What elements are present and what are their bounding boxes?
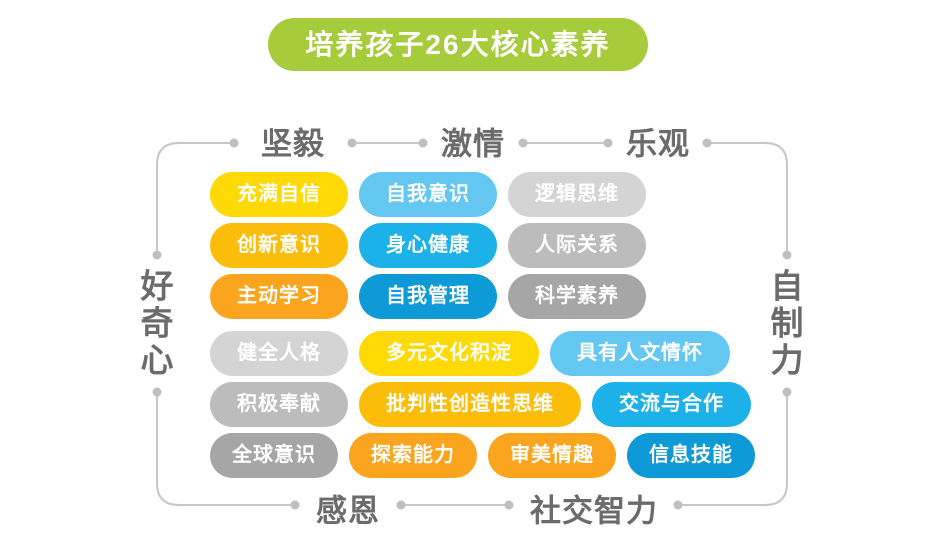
trait-label-optimism: 乐观 — [626, 126, 690, 162]
connector-dot — [290, 500, 300, 510]
competency-pill: 健全人格 — [210, 331, 348, 376]
pill-row: 创新意识身心健康人际关系 — [210, 223, 755, 268]
trait-label-social-intelligence: 社交智力 — [530, 493, 658, 529]
connector-dot — [782, 250, 792, 260]
connector-dot — [152, 250, 162, 260]
competency-pill: 自我管理 — [359, 274, 497, 319]
frame-bottom-left-corner — [156, 395, 292, 506]
pill-row: 充满自信自我意识逻辑思维 — [210, 172, 755, 217]
competency-pill: 积极奉献 — [210, 382, 348, 427]
trait-label-self-control: 自制力 — [770, 267, 804, 379]
frame-top-right-corner — [710, 142, 788, 252]
connector-dot — [396, 500, 406, 510]
competency-pill: 批判性创造性思维 — [359, 382, 581, 427]
connector-dot — [347, 138, 357, 148]
connector-dot — [152, 387, 162, 397]
connector-dot — [518, 138, 528, 148]
competency-pill: 具有人文情怀 — [550, 331, 730, 376]
trait-label-curiosity: 好奇心 — [140, 267, 174, 379]
trait-label-perseverance: 坚毅 — [261, 126, 325, 162]
pill-row: 积极奉献批判性创造性思维交流与合作 — [210, 382, 755, 427]
competency-pill: 创新意识 — [210, 223, 348, 268]
connector-dot — [782, 387, 792, 397]
connector-dot — [603, 138, 613, 148]
competency-grid: 充满自信自我意识逻辑思维 创新意识身心健康人际关系 主动学习自我管理科学素养 健… — [210, 172, 755, 484]
connector-dot — [229, 138, 239, 148]
trait-label-passion: 激情 — [441, 126, 505, 162]
competency-pill: 身心健康 — [359, 223, 497, 268]
page-title: 培养孩子26大核心素养 — [268, 18, 648, 71]
competency-pill: 全球意识 — [210, 433, 338, 478]
competency-pill: 审美情趣 — [488, 433, 616, 478]
competency-pill: 人际关系 — [508, 223, 646, 268]
frame-bottom-right-corner — [681, 395, 788, 506]
competency-pill: 主动学习 — [210, 274, 348, 319]
pill-row: 主动学习自我管理科学素养 — [210, 274, 755, 319]
competency-pill: 交流与合作 — [592, 382, 751, 427]
competency-pill: 多元文化积淀 — [359, 331, 539, 376]
pill-row: 健全人格多元文化积淀具有人文情怀 — [210, 331, 755, 376]
pill-row: 全球意识探索能力审美情趣信息技能 — [210, 433, 755, 478]
competency-pill: 逻辑思维 — [508, 172, 646, 217]
competency-pill: 充满自信 — [210, 172, 348, 217]
connector-dot — [504, 500, 514, 510]
frame-top-left-corner — [156, 142, 231, 252]
trait-label-gratitude: 感恩 — [316, 493, 380, 529]
competency-pill: 信息技能 — [627, 433, 755, 478]
connector-dot — [702, 138, 712, 148]
competency-pill: 自我意识 — [359, 172, 497, 217]
connector-dot — [673, 500, 683, 510]
connector-dot — [418, 138, 428, 148]
competency-pill: 探索能力 — [349, 433, 477, 478]
competency-pill: 科学素养 — [508, 274, 646, 319]
